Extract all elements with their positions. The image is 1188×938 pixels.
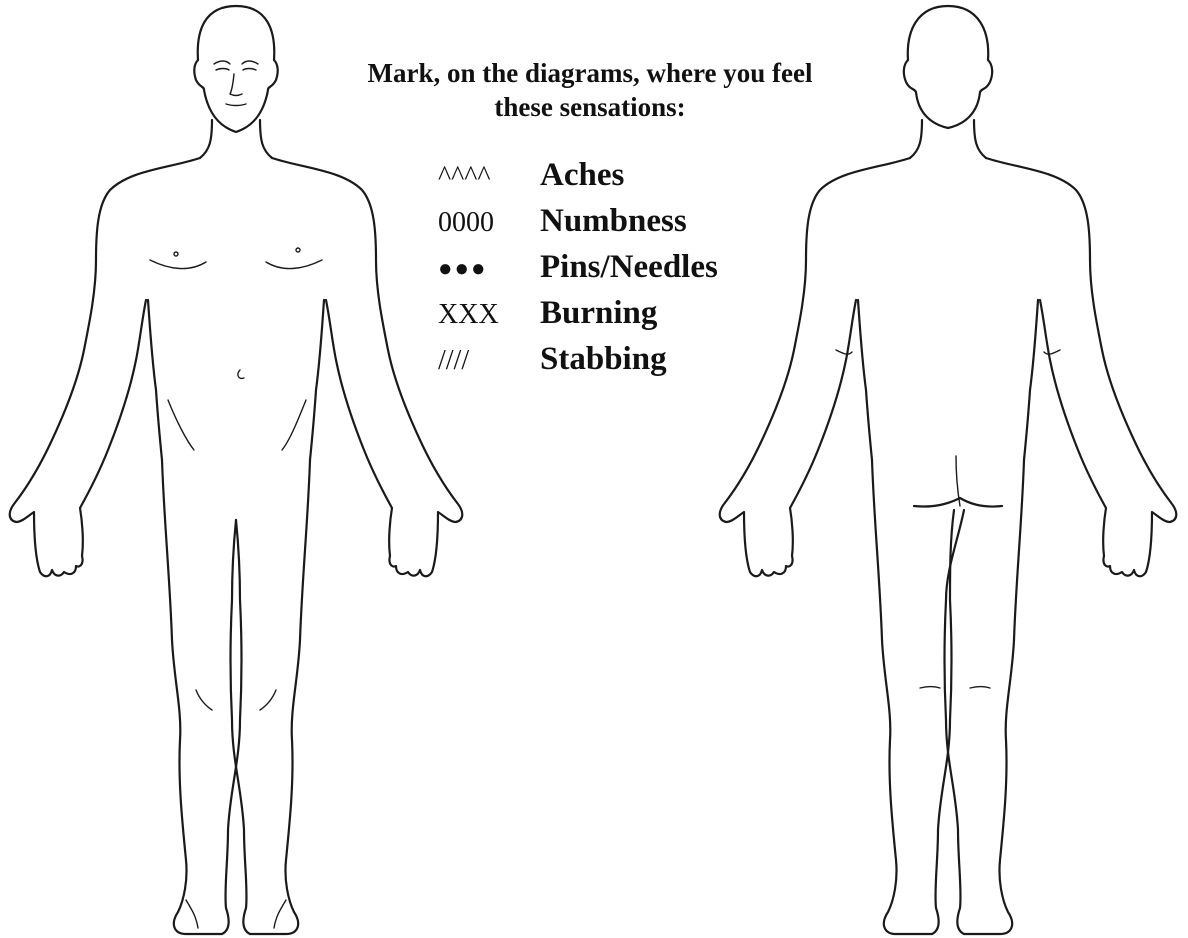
back-head xyxy=(904,6,992,128)
front-left-leg xyxy=(162,460,242,934)
back-left-leg xyxy=(872,460,954,934)
front-head xyxy=(194,6,277,132)
back-body-diagram[interactable] xyxy=(708,0,1188,938)
back-left-outline xyxy=(720,158,910,576)
instructions-line-1: Mark, on the diagrams, where you feel xyxy=(300,56,880,90)
back-right-outline xyxy=(986,158,1176,576)
burning-label: Burning xyxy=(540,295,657,332)
pins-needles-label: Pins/Needles xyxy=(540,249,718,286)
aches-label: Aches xyxy=(540,157,624,194)
front-right-leg xyxy=(231,460,311,934)
instructions-line-2: these sensations: xyxy=(300,90,880,124)
stabbing-label: Stabbing xyxy=(540,341,667,378)
pins-needles-symbol: ●●● xyxy=(438,256,538,283)
aches-symbol: ^^^^ xyxy=(438,161,538,193)
front-body-diagram[interactable] xyxy=(0,0,480,938)
front-left-outline xyxy=(10,158,200,576)
numbness-symbol: 0000 xyxy=(438,207,538,239)
numbness-label: Numbness xyxy=(540,203,687,240)
front-right-outline xyxy=(272,158,462,576)
stabbing-symbol: //// xyxy=(438,345,538,377)
back-right-leg xyxy=(945,460,1025,934)
instructions-text: Mark, on the diagrams, where you feel th… xyxy=(300,56,880,124)
burning-symbol: XXX xyxy=(438,299,538,331)
